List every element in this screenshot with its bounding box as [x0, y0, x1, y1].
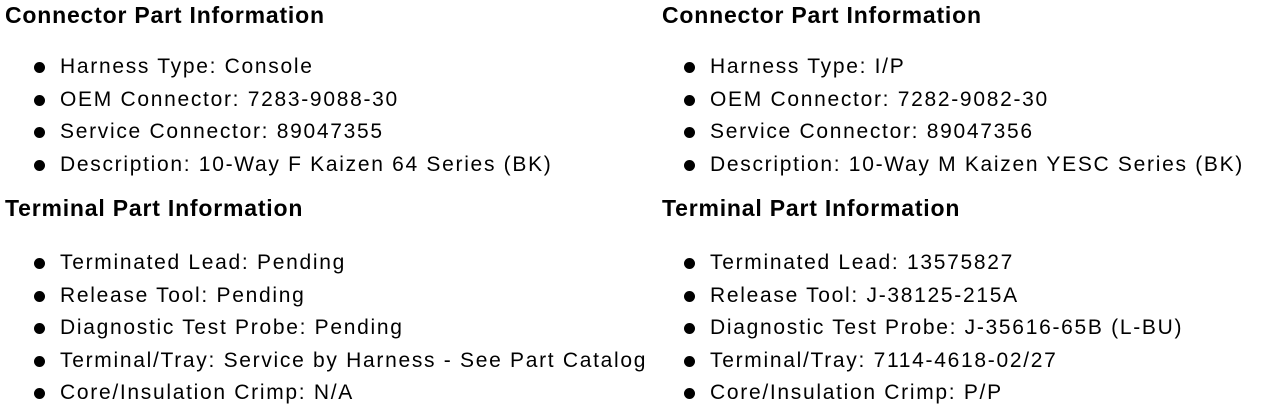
core-insulation-crimp-item: Core/Insulation Crimp: P/P [684, 377, 1280, 410]
connector-part-information-heading: Connector Part Information [662, 2, 982, 28]
terminal-tray-item: Terminal/Tray: 7114-4618-02/27 [684, 345, 1280, 378]
oem-connector-item: OEM Connector: 7283-9088-30 [34, 84, 650, 117]
release-tool-item: Release Tool: Pending [34, 280, 650, 313]
part-column-left: Connector Part Information Harness Type:… [0, 2, 650, 410]
connector-part-information-heading: Connector Part Information [5, 2, 325, 28]
release-tool-item: Release Tool: J-38125-215A [684, 280, 1280, 313]
description-item: Description: 10-Way M Kaizen YESC Series… [684, 149, 1280, 182]
terminated-lead-item: Terminated Lead: 13575827 [684, 247, 1280, 280]
terminal-part-information-heading: Terminal Part Information [662, 195, 961, 221]
diagnostic-test-probe-item: Diagnostic Test Probe: J-35616-65B (L-BU… [684, 312, 1280, 345]
harness-type-item: Harness Type: Console [34, 51, 650, 84]
diagnostic-test-probe-item: Diagnostic Test Probe: Pending [34, 312, 650, 345]
harness-type-item: Harness Type: I/P [684, 51, 1280, 84]
terminal-info-list: Terminated Lead: 13575827 Release Tool: … [650, 247, 1280, 410]
service-connector-item: Service Connector: 89047356 [684, 116, 1280, 149]
terminated-lead-item: Terminated Lead: Pending [34, 247, 650, 280]
description-item: Description: 10-Way F Kaizen 64 Series (… [34, 149, 650, 182]
service-connector-item: Service Connector: 89047355 [34, 116, 650, 149]
part-column-right: Connector Part Information Harness Type:… [650, 0, 1280, 410]
terminal-part-information-heading: Terminal Part Information [5, 195, 304, 221]
terminal-tray-item: Terminal/Tray: Service by Harness - See … [34, 345, 650, 378]
connector-info-list: Harness Type: I/P OEM Connector: 7282-90… [650, 51, 1280, 181]
oem-connector-item: OEM Connector: 7282-9082-30 [684, 84, 1280, 117]
core-insulation-crimp-item: Core/Insulation Crimp: N/A [34, 377, 650, 410]
terminal-info-list: Terminated Lead: Pending Release Tool: P… [0, 247, 650, 410]
connector-info-list: Harness Type: Console OEM Connector: 728… [0, 51, 650, 181]
